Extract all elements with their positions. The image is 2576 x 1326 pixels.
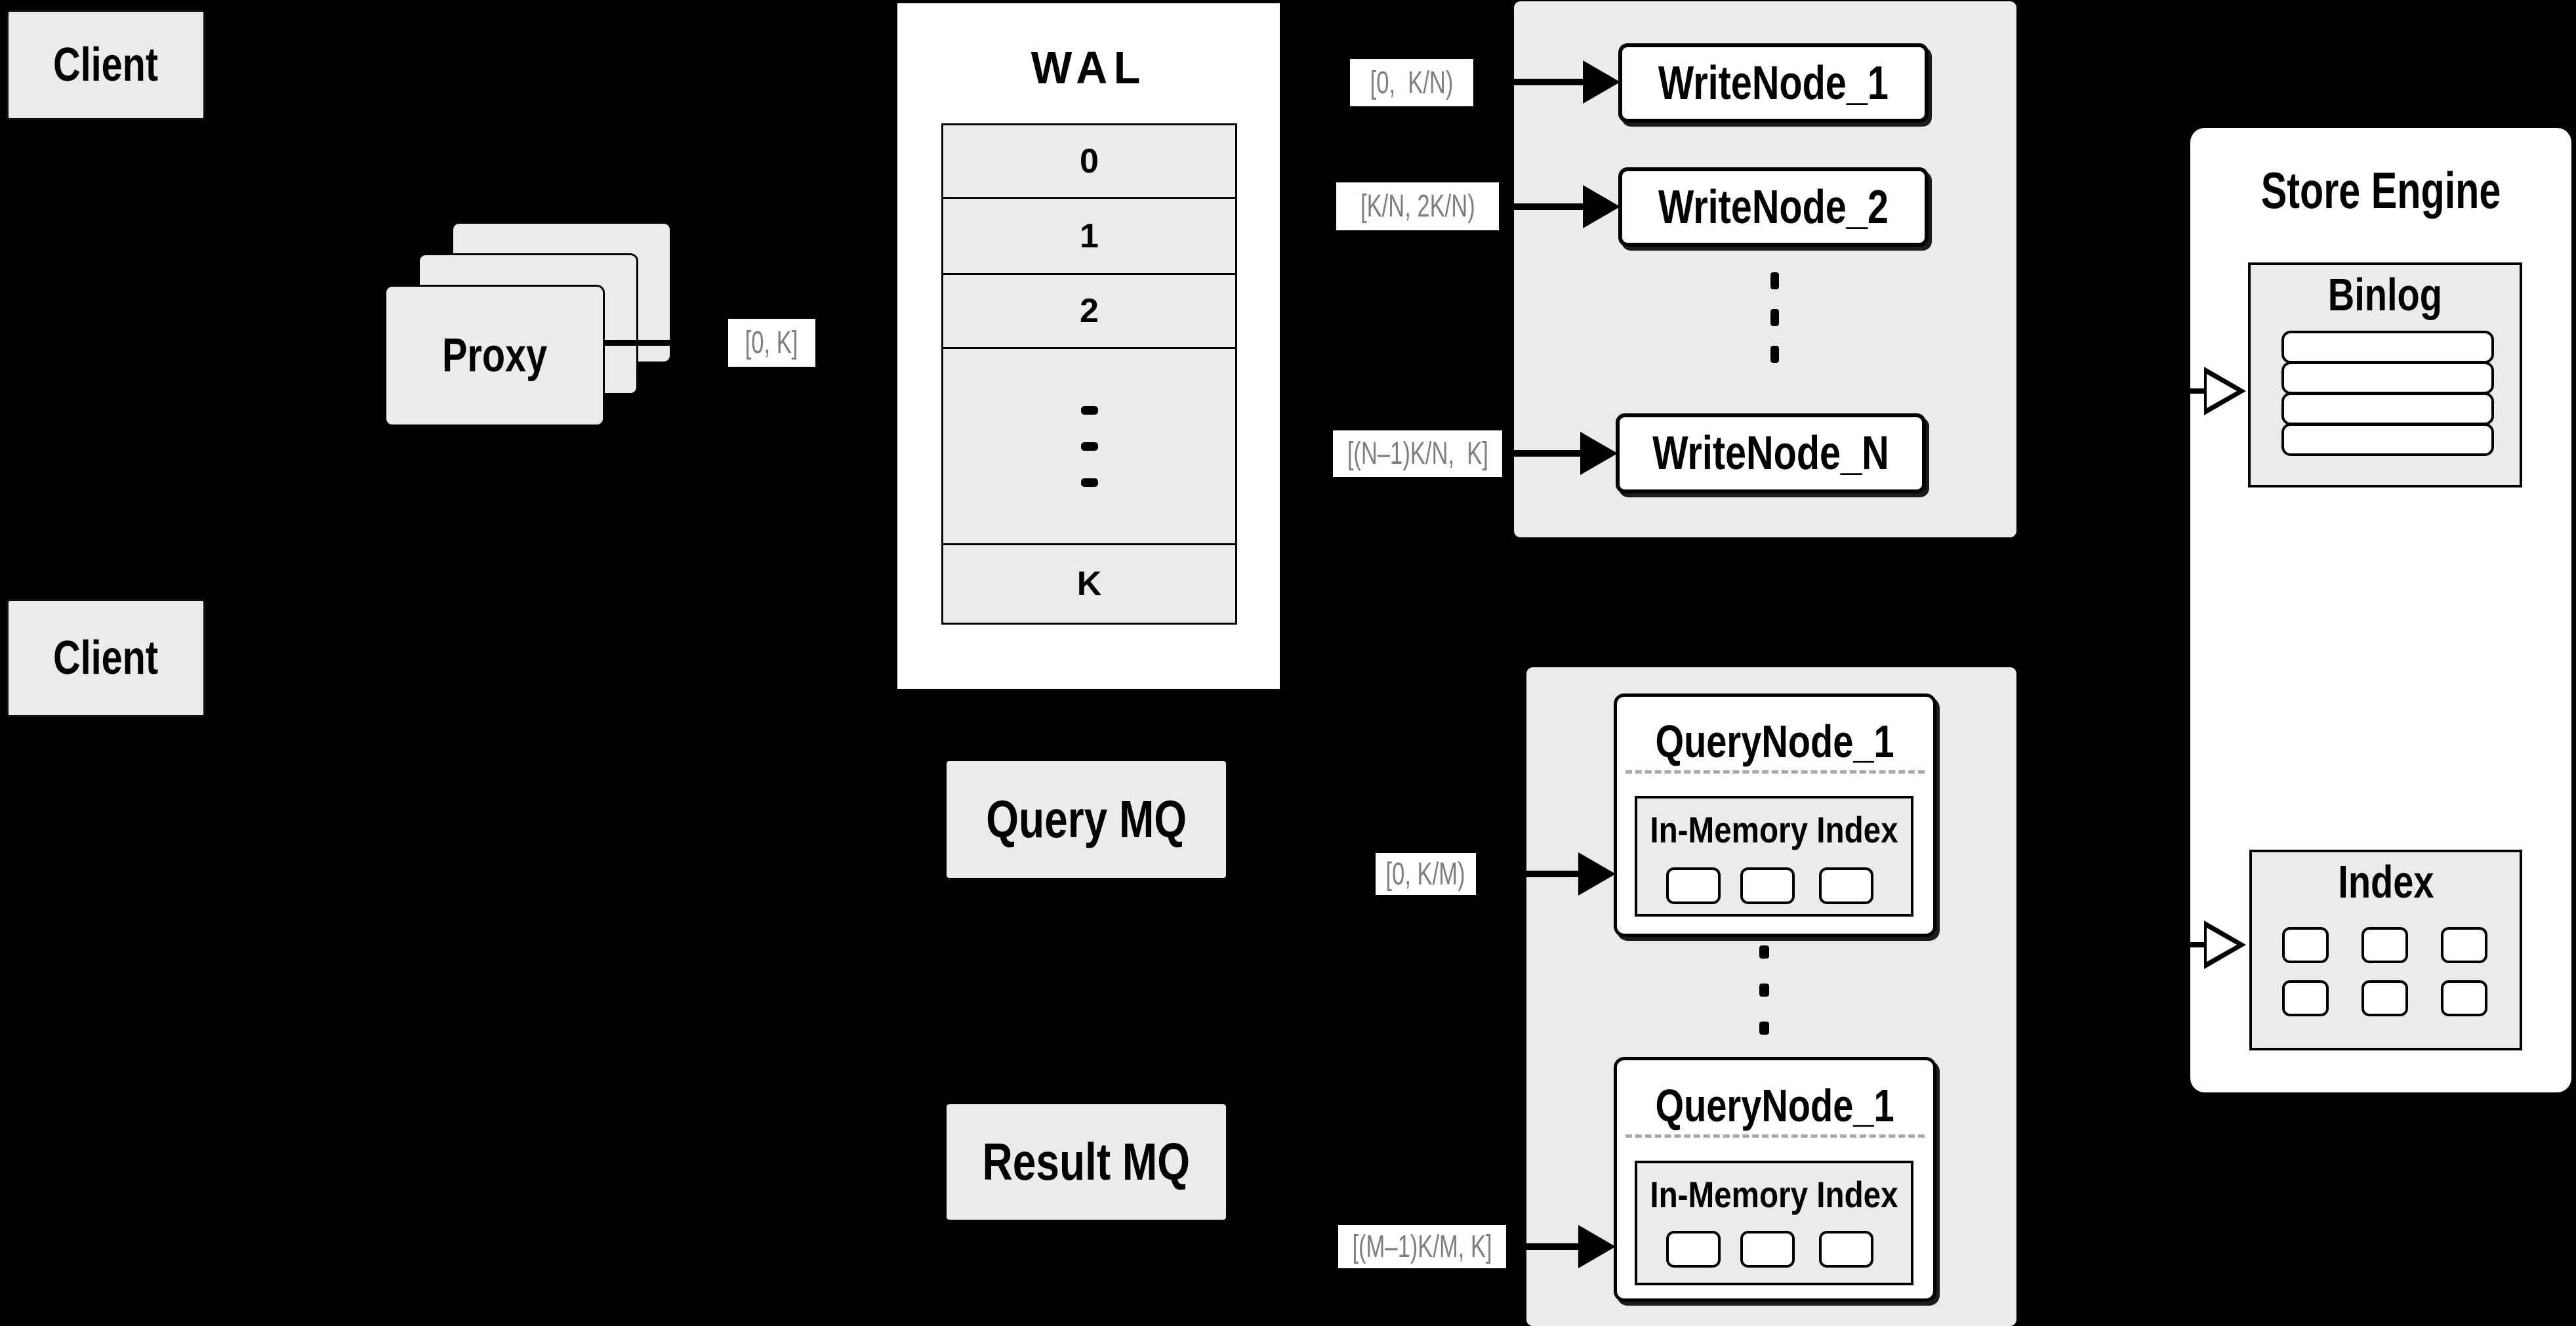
proxy-box: Proxy xyxy=(384,285,605,426)
write-node-1-label: WriteNode_1 xyxy=(1658,56,1889,110)
query-node-bottom-divider xyxy=(1625,1134,1925,1138)
index-slot xyxy=(2282,927,2329,963)
write-node-n-label: WriteNode_N xyxy=(1652,427,1889,480)
write-range-2-box: [K/N, 2K/N) xyxy=(1336,182,1499,230)
query-node-top-title-wrap: QueryNode_1 xyxy=(1614,712,1936,771)
write-range-1-box: [0, K/N) xyxy=(1350,59,1473,106)
arrow-head-write1 xyxy=(1583,60,1620,104)
query-range-2-box: [(M–1)K/M, K] xyxy=(1338,1225,1506,1268)
store-engine-title-wrap: Store Engine xyxy=(2190,157,2571,223)
segment-slot xyxy=(1819,867,1873,904)
arrow-line-index xyxy=(2125,942,2211,947)
proxy-range-label-box: [0, K] xyxy=(728,319,815,367)
wal-row-k: K xyxy=(943,545,1235,623)
binlog-row xyxy=(2281,392,2494,425)
proxy-range-label: [0, K] xyxy=(745,325,798,360)
query-node-top-title: QueryNode_1 xyxy=(1655,716,1895,767)
index-slot xyxy=(2282,980,2329,1016)
wal-row-1: 1 xyxy=(943,199,1235,275)
proxy-label: Proxy xyxy=(441,329,548,382)
query-node-bottom-index-title-wrap: In-Memory Index xyxy=(1637,1170,1911,1218)
index-slot xyxy=(2441,980,2487,1016)
segment-slot xyxy=(1666,867,1721,904)
query-node-top-index-title: In-Memory Index xyxy=(1650,808,1898,850)
wal-row-ellipsis xyxy=(943,349,1235,545)
segment-slot xyxy=(1819,1231,1873,1268)
hollow-arrow-head-index-fill xyxy=(2207,928,2237,962)
arrow-head-query2 xyxy=(1578,1225,1616,1268)
query-range-1-label: [0, K/M) xyxy=(1386,856,1465,892)
wal-title-wrap: WAL xyxy=(897,36,1280,98)
query-node-bottom-title-wrap: QueryNode_1 xyxy=(1614,1076,1936,1135)
wal-row-0: 0 xyxy=(943,125,1235,199)
segment-slot xyxy=(1740,867,1795,904)
client-top-label: Client xyxy=(53,39,159,91)
query-node-top-index-title-wrap: In-Memory Index xyxy=(1637,805,1911,854)
arrow-line-write1 xyxy=(1473,79,1586,85)
client-top-box: Client xyxy=(7,10,205,120)
arrow-head-query1 xyxy=(1578,852,1616,896)
wal-to-range1-line xyxy=(1280,79,1352,85)
binlog-row xyxy=(2281,331,2494,363)
write-range-2-label: [K/N, 2K/N) xyxy=(1360,189,1475,224)
wal-to-range2-line xyxy=(1280,204,1338,210)
write-node-2-label: WriteNode_2 xyxy=(1658,180,1889,234)
wal-vertical-ellipsis xyxy=(1080,405,1098,487)
arrow-head-write2 xyxy=(1583,185,1620,228)
wal-title: WAL xyxy=(1031,41,1147,93)
query-mq-box: Query MQ xyxy=(947,761,1226,878)
write-range-3-label: [(N–1)K/N, K] xyxy=(1347,436,1488,471)
segment-slot xyxy=(1740,1231,1795,1268)
index-slot xyxy=(2361,927,2408,963)
arrow-head-write3 xyxy=(1580,432,1618,475)
query-mq-label: Query MQ xyxy=(986,790,1187,848)
binlog-row xyxy=(2281,362,2494,394)
write-range-1-label: [0, K/N) xyxy=(1370,65,1454,100)
arrow-line-binlog xyxy=(2125,388,2211,394)
arrow-line-write2 xyxy=(1499,203,1586,210)
write-cluster-vertical-ellipsis xyxy=(1770,272,1779,363)
binlog-title-wrap: Binlog xyxy=(2251,268,2520,321)
index-slot xyxy=(2441,927,2487,963)
write-node-2-box: WriteNode_2 xyxy=(1618,167,1929,247)
index-title: Index xyxy=(2337,856,2434,907)
client-bottom-label: Client xyxy=(53,632,159,684)
client-bottom-box: Client xyxy=(7,599,205,717)
wal-table: 0 1 2 K xyxy=(941,123,1237,625)
query-node-top-divider xyxy=(1625,770,1925,774)
store-engine-title: Store Engine xyxy=(2260,161,2501,219)
wal-to-range3-line xyxy=(1280,450,1335,456)
result-mq-label: Result MQ xyxy=(982,1132,1191,1191)
segment-slot xyxy=(1666,1231,1721,1268)
write-node-n-box: WriteNode_N xyxy=(1616,413,1926,493)
result-mq-box: Result MQ xyxy=(947,1104,1226,1220)
query-node-bottom-title: QueryNode_1 xyxy=(1655,1080,1895,1131)
query-cluster-vertical-ellipsis xyxy=(1759,945,1769,1035)
write-node-1-box: WriteNode_1 xyxy=(1618,43,1929,123)
wal-panel: WAL 0 1 2 K xyxy=(897,3,1280,689)
arrow-line-query1 xyxy=(1476,871,1582,877)
binlog-row xyxy=(2281,423,2494,456)
query-range-1-box: [0, K/M) xyxy=(1376,853,1476,895)
wal-row-2: 2 xyxy=(943,275,1235,349)
query-node-bottom-index-title: In-Memory Index xyxy=(1650,1173,1898,1215)
index-slot xyxy=(2361,980,2408,1016)
write-range-3-box: [(N–1)K/N, K] xyxy=(1333,430,1502,477)
hollow-arrow-head-binlog-fill xyxy=(2207,374,2237,408)
query-range-2-label: [(M–1)K/M, K] xyxy=(1352,1229,1492,1264)
binlog-title: Binlog xyxy=(2327,269,2443,320)
arrow-line-query2 xyxy=(1506,1243,1582,1250)
arrow-line-write3 xyxy=(1502,450,1584,457)
index-title-wrap: Index xyxy=(2252,856,2520,908)
